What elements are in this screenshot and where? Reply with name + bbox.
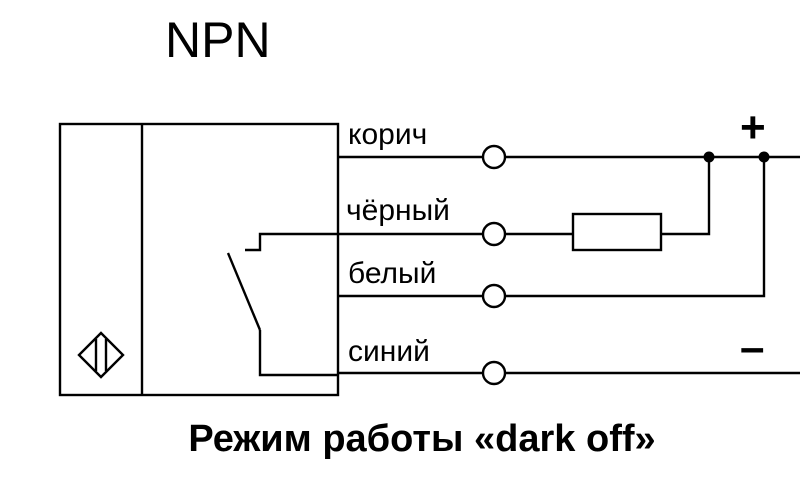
sensor-body (58, 122, 340, 397)
diagram-title: NPN (165, 12, 271, 68)
wire-brown (338, 144, 800, 170)
terminal-blue (481, 360, 507, 386)
diagram-caption: Режим работы «dark off» (188, 418, 655, 460)
terminal-white (481, 283, 507, 309)
wire-label-brown: корич (348, 118, 427, 151)
wire-blue (338, 360, 800, 386)
switch-contact (226, 232, 338, 377)
terminal-black (481, 221, 507, 247)
wire-label-blue: синий (348, 335, 430, 368)
terminal-brown (481, 144, 507, 170)
wire-label-white: белый (348, 257, 436, 290)
minus-sign: – (740, 323, 764, 372)
junction-dot (703, 151, 715, 163)
plus-sign: + (740, 103, 766, 152)
sensor-symbol-icon (77, 331, 125, 379)
wire-white (338, 157, 766, 309)
wire-label-black: чёрный (346, 194, 450, 227)
wire-black (338, 157, 711, 252)
junction-dot (758, 151, 770, 163)
load-resistor (571, 212, 663, 252)
